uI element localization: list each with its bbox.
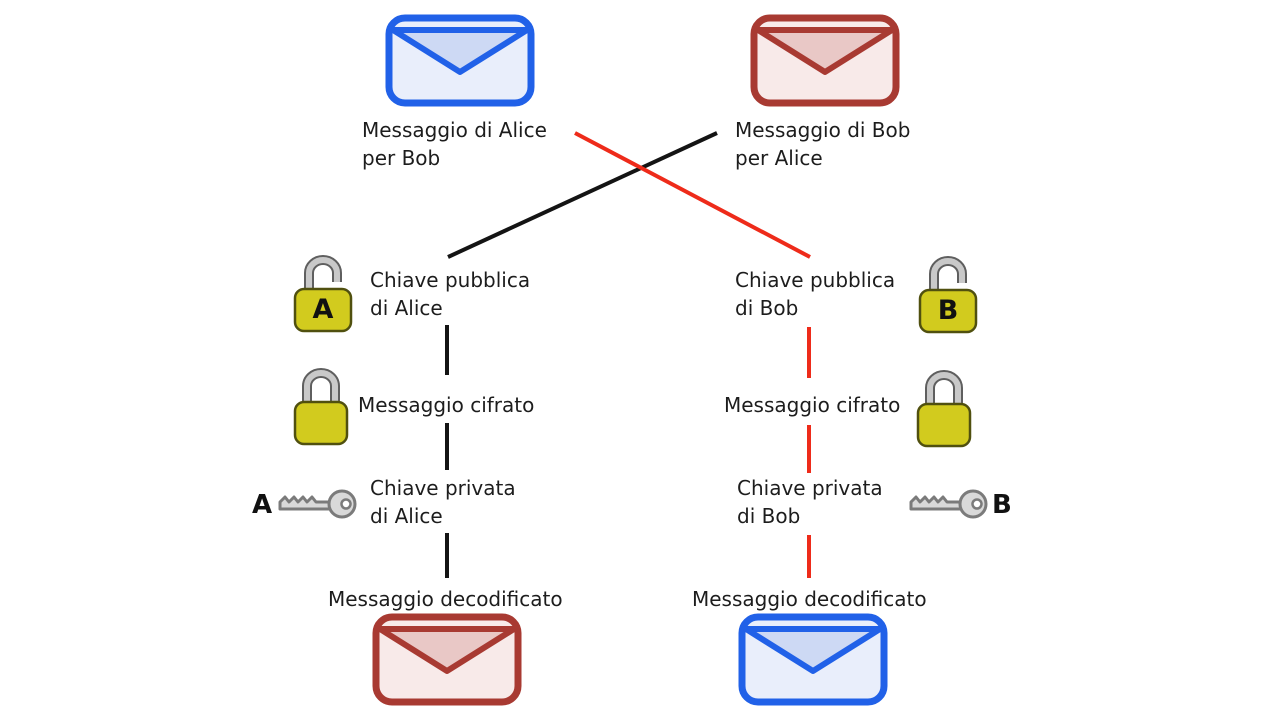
bob-message-label-line2: per Alice [735, 146, 823, 170]
alice-public-key-label: Chiave pubblica di Alice [370, 266, 530, 322]
alice-private-key-label-line2: di Alice [370, 504, 443, 528]
left-decoded-message-label: Messaggio decodificato [328, 587, 563, 611]
padlock-letter-a: A [312, 294, 334, 325]
alice-private-key-label-line1: Chiave privata [370, 476, 516, 500]
left-encrypted-message-label: Messaggio cifrato [358, 393, 535, 417]
decoded-alice-message-envelope-icon [738, 613, 888, 706]
alice-public-key-label-line1: Chiave pubblica [370, 268, 531, 292]
bob-message-envelope-icon [750, 14, 900, 107]
right-decoded-message-label: Messaggio decodificato [692, 587, 927, 611]
alice-message-label-line2: per Bob [362, 146, 441, 170]
bob-private-key-label-line1: Chiave privata [737, 476, 883, 500]
alice-public-key-label-line2: di Alice [370, 296, 443, 320]
alice-public-key-padlock: A [292, 247, 354, 333]
alice-private-key-label: Chiave privata di Alice [370, 474, 516, 530]
padlock-open-icon [918, 256, 978, 334]
bob-public-key-label-line2: di Bob [735, 296, 799, 320]
alice-message-label: Messaggio di Alice per Bob [362, 116, 547, 172]
alice-message-label-line1: Messaggio di Alice [362, 118, 547, 142]
padlock-open-icon [293, 255, 353, 333]
key-letter-b: B [992, 490, 1012, 520]
bob-public-key-label-line1: Chiave pubblica [735, 268, 896, 292]
decoded-bob-message-envelope-icon [372, 613, 522, 706]
padlock-closed-icon [293, 368, 349, 446]
bob-message-label-line1: Messaggio di Bob [735, 118, 911, 142]
bob-public-key-label: Chiave pubblica di Bob [735, 266, 895, 322]
key-letter-a: A [252, 490, 273, 520]
bob-private-key-label: Chiave privata di Bob [737, 474, 883, 530]
bob-private-key-label-line2: di Bob [737, 504, 801, 528]
padlock-closed-icon [916, 370, 972, 448]
padlock-letter-b: B [937, 295, 959, 326]
alice-message-envelope-icon [385, 14, 535, 107]
bob-message-label: Messaggio di Bob per Alice [735, 116, 910, 172]
right-encrypted-message-label: Messaggio cifrato [724, 393, 901, 417]
bob-public-key-padlock: B [917, 248, 979, 334]
key-icon [909, 489, 988, 519]
key-icon [278, 489, 357, 519]
